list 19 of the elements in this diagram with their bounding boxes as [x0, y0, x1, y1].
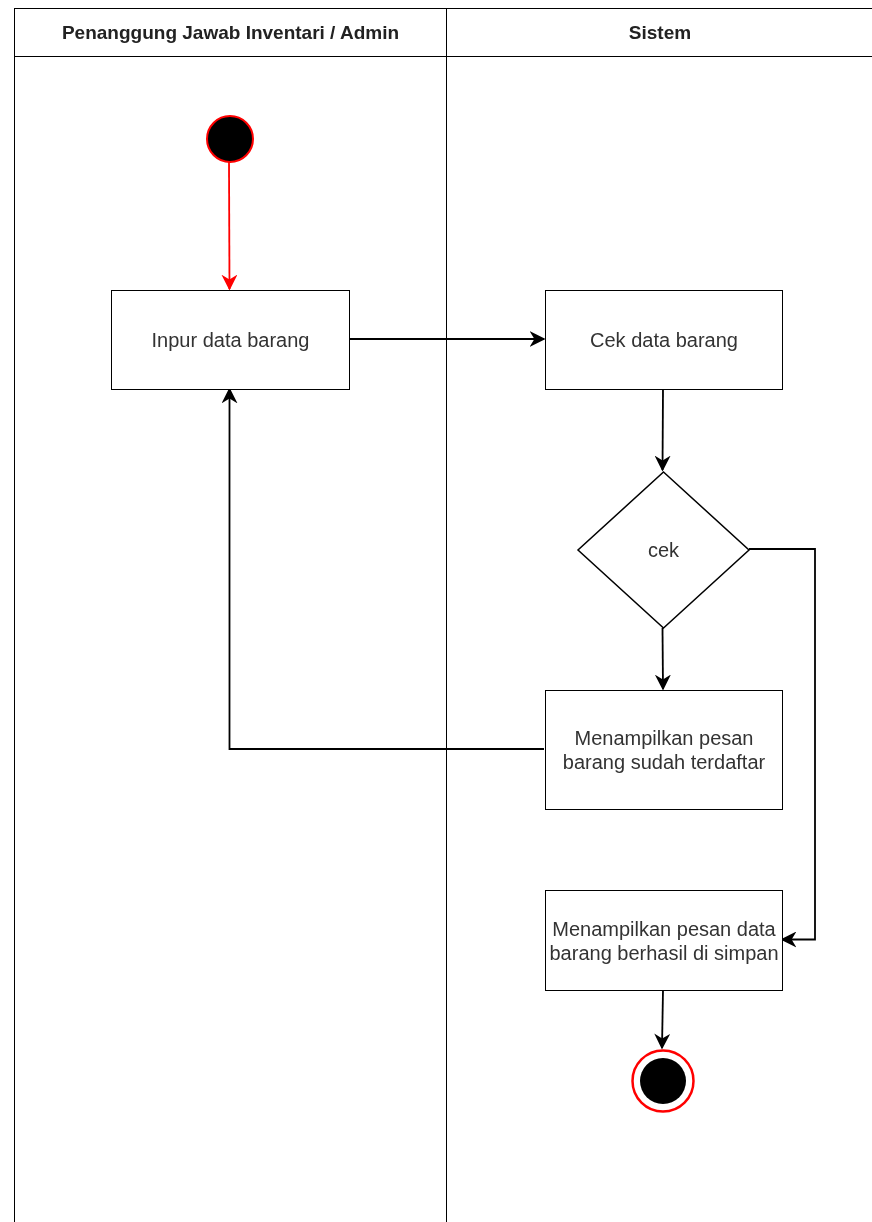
arrow [221, 161, 238, 291]
node-label: Cek data barang [590, 328, 738, 352]
lane-title: Sistem [628, 22, 692, 43]
arrow [221, 387, 545, 750]
swimlane [14, 8, 447, 1222]
action-box [545, 690, 783, 810]
arrow [654, 989, 671, 1050]
action-box [545, 290, 783, 390]
action-box [545, 890, 783, 991]
arrow [654, 627, 671, 691]
node-label: cek [647, 538, 680, 562]
action-box [111, 290, 350, 390]
arrow [348, 331, 546, 347]
arrow [748, 548, 816, 948]
node-label: Menampilkan pesan barang sudah terdaftar [561, 726, 767, 774]
node-label: Menampilkan pesan data barang berhasil di simpan [548, 916, 780, 965]
arrow [654, 388, 671, 472]
lane-title: Penanggung Jawab Inventari / Admin [61, 22, 400, 43]
node-label: Inpur data barang [151, 328, 310, 352]
